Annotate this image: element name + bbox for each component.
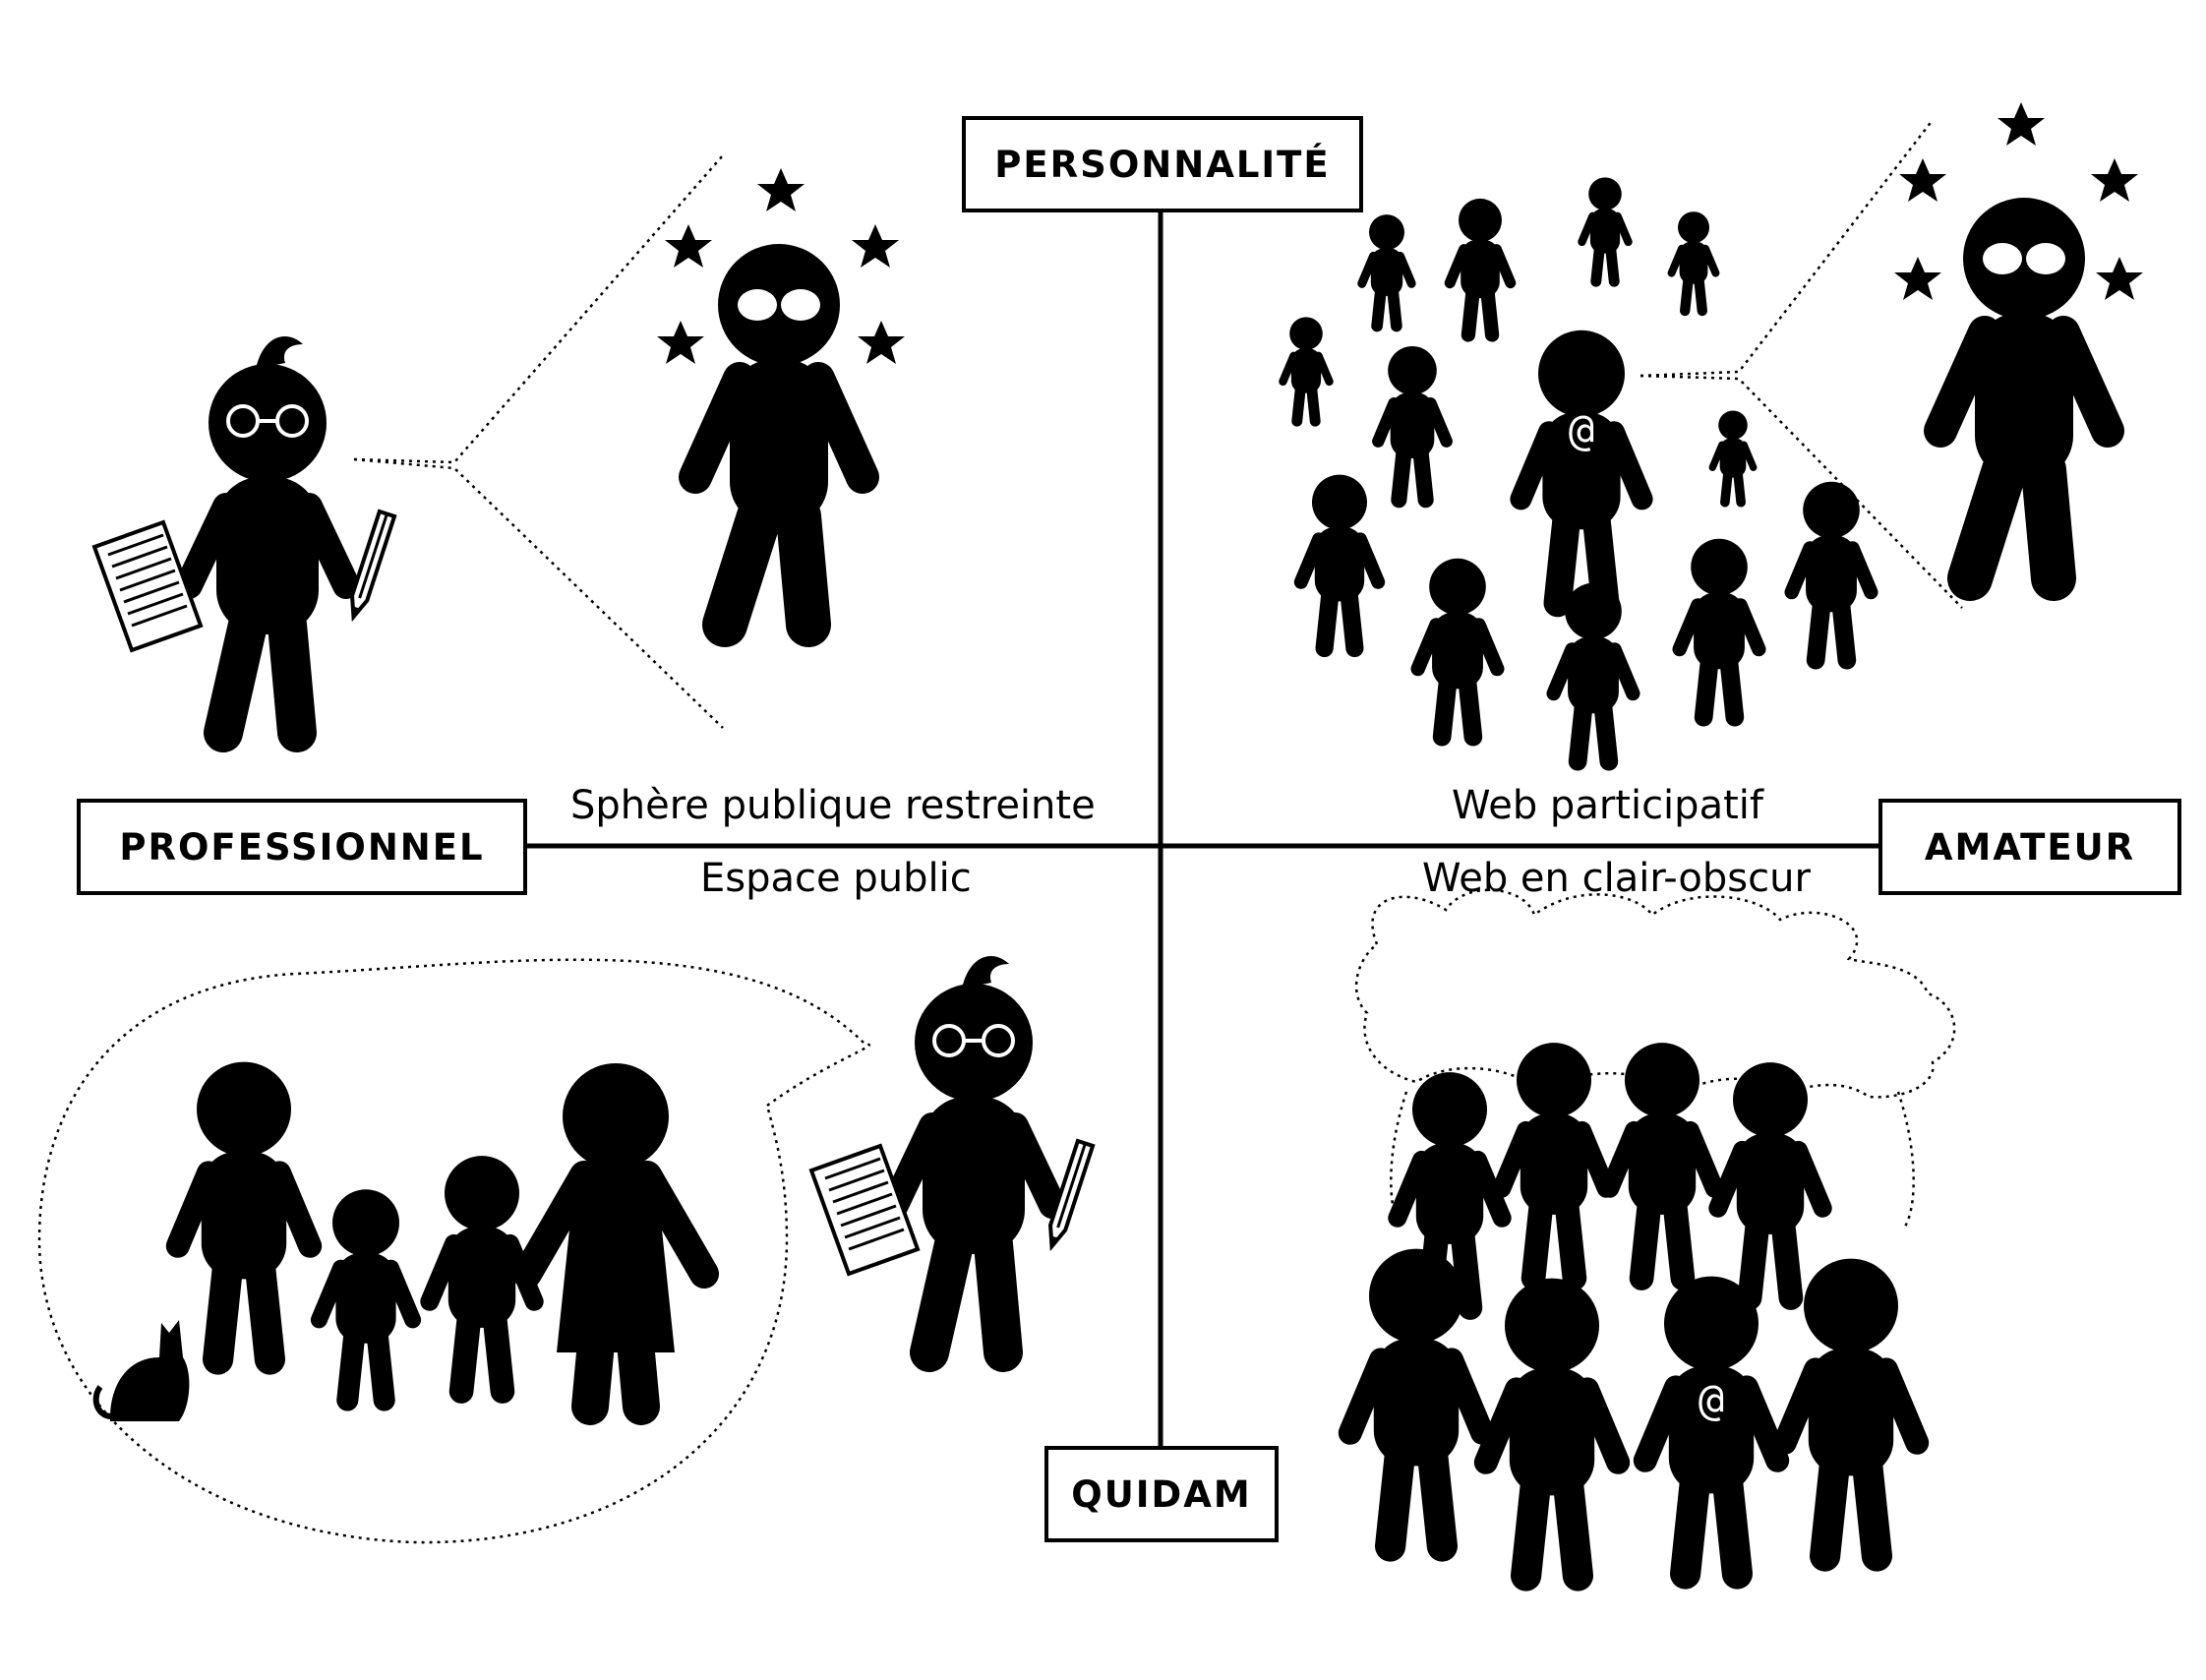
axis-label-left: PROFESSIONNEL xyxy=(77,799,527,895)
quadrant-label-lower-left: Espace public xyxy=(700,856,972,901)
hidden-crowd xyxy=(1350,1043,1917,1576)
quadrant-label-upper-left: Sphère publique restreinte xyxy=(570,783,1096,828)
professional-figure-bottom xyxy=(895,956,1052,1352)
cat-icon xyxy=(92,1320,190,1421)
professional-figure-top xyxy=(189,336,346,733)
quadrant-label-lower-right: Web en clair-obscur xyxy=(1422,856,1811,901)
family-group xyxy=(178,1062,719,1425)
axis-label-bottom: QUIDAM xyxy=(1044,1446,1279,1542)
axis-label-right: AMATEUR xyxy=(1878,799,2181,895)
axis-label-top: PERSONNALITÉ xyxy=(962,116,1363,212)
pencil-icon xyxy=(343,509,397,622)
quadrant-label-upper-right: Web participatif xyxy=(1452,783,1763,828)
at-sign-icon: @ xyxy=(1569,405,1595,455)
at-sign-icon: @ xyxy=(1699,1375,1725,1425)
cloud-icon xyxy=(1354,888,1956,1099)
document-icon xyxy=(92,520,203,652)
celebrity-figure-left xyxy=(695,244,863,625)
participant-at-figure xyxy=(1520,330,1641,603)
celebrity-figure-right xyxy=(1940,198,2108,578)
